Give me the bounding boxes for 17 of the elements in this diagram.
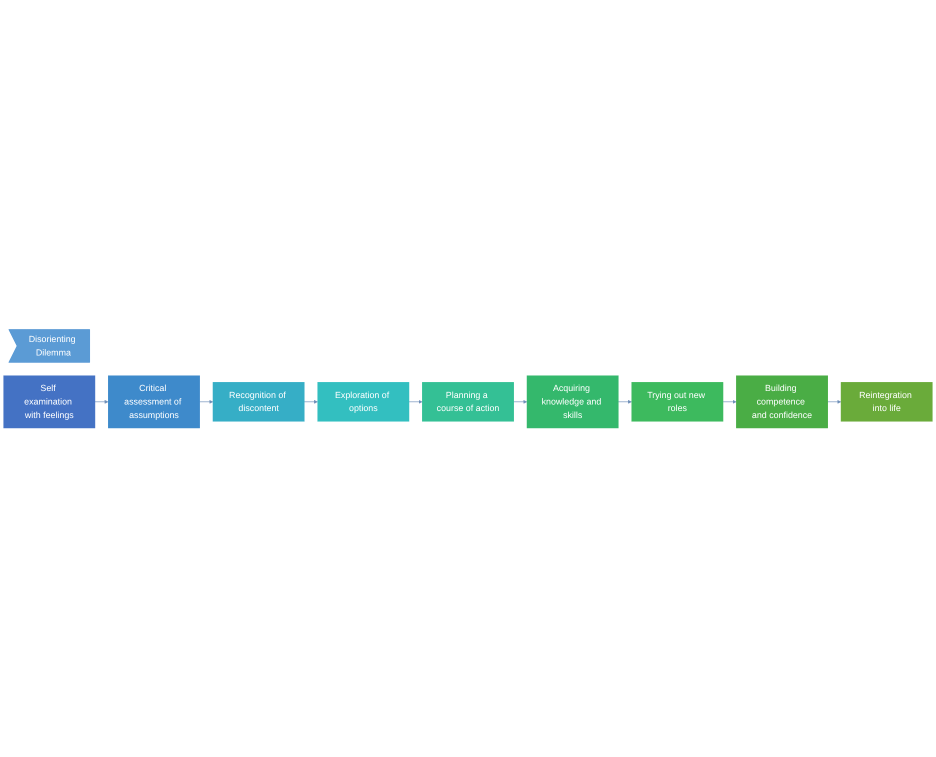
node-box: Reintegration into life	[840, 382, 933, 422]
arrow	[304, 400, 318, 404]
arrow	[513, 400, 528, 404]
node-box: Critical assessment of assumptions	[108, 375, 200, 428]
arrow	[618, 400, 632, 404]
arrow	[408, 400, 422, 404]
node-box: Exploration of options	[317, 382, 410, 422]
node-box: Acquiring knowledge and skills	[526, 375, 619, 428]
arrow	[94, 400, 108, 404]
arrow	[199, 400, 214, 404]
node-box: Recognition of discontent	[212, 382, 305, 422]
arrow	[827, 400, 842, 404]
node-box: Planning a course of action	[422, 382, 514, 422]
node-box: Trying out new roles	[631, 382, 724, 422]
arrow	[722, 400, 737, 404]
node-box: Building competence and confidence	[736, 375, 828, 428]
node-box: Self examination with feelings	[3, 375, 96, 428]
